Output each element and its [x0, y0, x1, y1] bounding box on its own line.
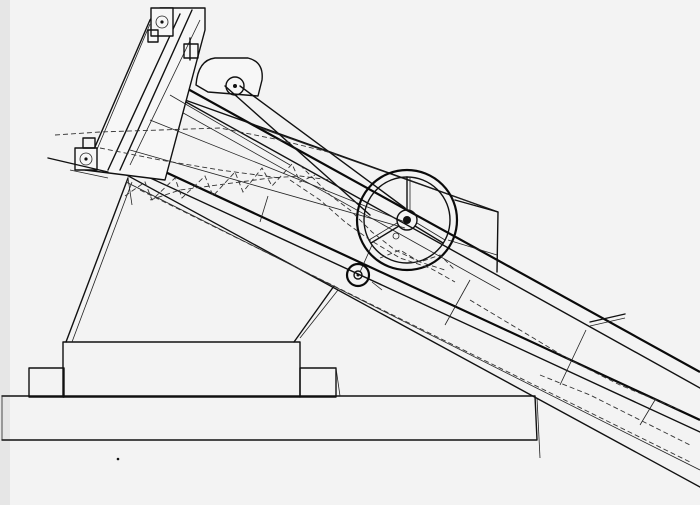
drive-housing: [195, 57, 263, 97]
ink-dot: [116, 457, 120, 461]
idler-pulley: [345, 262, 383, 291]
flywheel: [355, 168, 459, 272]
support-legs: [65, 177, 339, 343]
vertical-mast: [47, 7, 206, 181]
inclined-chute: [106, 144, 700, 488]
shaker-screen-hidden-lines: [54, 127, 691, 446]
lever-arm: [589, 313, 626, 327]
paper-edge: [0, 0, 10, 505]
foundation-base: [1, 341, 541, 459]
linkage-rods: [129, 85, 406, 229]
